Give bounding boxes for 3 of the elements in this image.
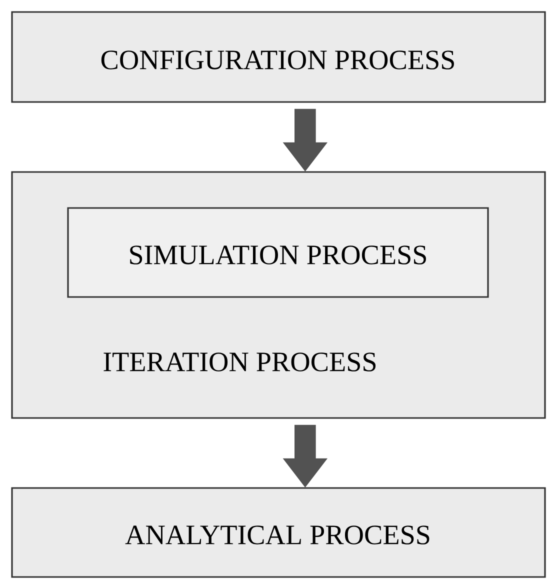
process-box: ANALYTICAL PROCESS <box>11 487 546 578</box>
process-box: SIMULATION PROCESS <box>67 207 489 298</box>
process-box: CONFIGURATION PROCESS <box>11 11 546 103</box>
